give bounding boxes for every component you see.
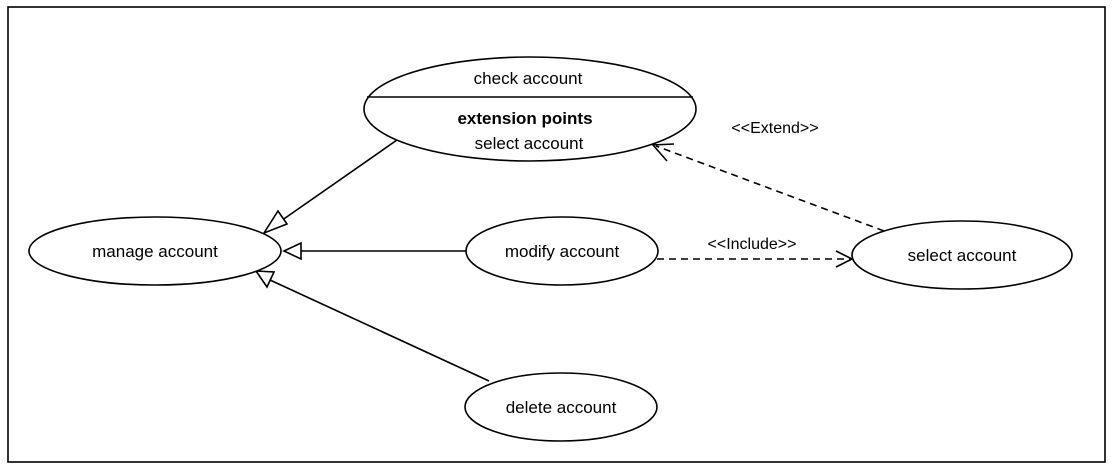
extension-points-heading: extension points [457,109,592,128]
use-case-manage-account: manage account [28,216,282,286]
use-case-check-account: check account extension points select ac… [363,56,697,162]
use-case-select-account: select account [851,220,1073,290]
generalization-arrowhead-modify [282,241,302,261]
select-account-label: select account [908,246,1017,265]
extension-point-entry: select account [475,134,584,153]
extend-dependency-line [655,145,885,232]
check-account-label: check account [474,69,583,88]
extend-arrowhead [651,143,675,162]
use-case-modify-account: modify account [465,216,659,286]
include-stereotype-label: <<Include>> [708,236,797,253]
generalization-arrowhead-check [262,209,289,235]
generalization-delete-to-manage [269,279,490,382]
manage-account-label: manage account [92,242,218,261]
delete-account-label: delete account [506,398,617,417]
generalization-arrowhead-delete [254,270,276,289]
use-case-delete-account: delete account [464,372,658,442]
extend-stereotype-label: <<Extend>> [731,120,818,137]
generalization-check-to-manage [277,139,398,224]
modify-account-label: modify account [505,242,620,261]
